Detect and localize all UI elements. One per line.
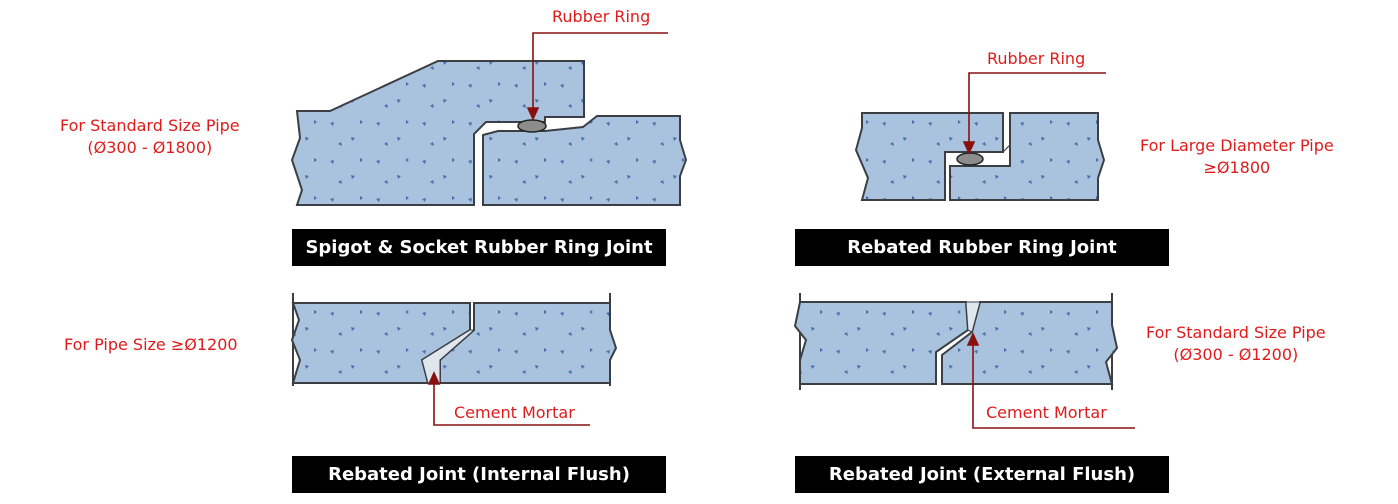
spigot-pipe-section [482, 115, 688, 206]
cement-mortar-fill [421, 329, 476, 384]
note-line-1: For Standard Size Pipe [60, 116, 240, 135]
note-line-1: For Pipe Size ≥Ø1200 [64, 335, 238, 354]
cement-mortar-leader-2 [966, 332, 1135, 429]
rubber-ring-leader-1 [526, 32, 668, 121]
rebate-gap [1002, 144, 1011, 153]
internal-flush-joint-drawing [290, 293, 618, 386]
note-line-2: (Ø300 - Ø1800) [87, 138, 213, 157]
caption-internal-flush: Rebated Joint (Internal Flush) [292, 456, 666, 493]
left-rebated-pipe-section [854, 112, 1004, 201]
rubber-ring-label-2: Rubber Ring [987, 49, 1085, 68]
external-flush-joint-drawing [793, 293, 1119, 390]
rubber-ring-label-1: Rubber Ring [552, 7, 650, 26]
note-standard-size-1800: For Standard Size Pipe (Ø300 - Ø1800) [60, 115, 240, 159]
right-pipe-section [941, 301, 1119, 385]
cement-mortar-leader-1 [427, 371, 590, 426]
note-line-1: For Standard Size Pipe [1146, 323, 1326, 342]
note-standard-size-1200: For Standard Size Pipe (Ø300 - Ø1200) [1146, 322, 1326, 366]
rubber-ring [956, 152, 984, 166]
note-large-diameter: For Large Diameter Pipe ≥Ø1800 [1140, 135, 1334, 179]
note-pipe-size-1200: For Pipe Size ≥Ø1200 [64, 334, 238, 356]
rebated-rubber-ring-joint-drawing [854, 112, 1106, 201]
rubber-ring [517, 119, 547, 133]
note-line-1: For Large Diameter Pipe [1140, 136, 1334, 155]
note-line-2: ≥Ø1800 [1203, 158, 1271, 177]
right-rebated-pipe-section [949, 112, 1106, 201]
caption-spigot-socket: Spigot & Socket Rubber Ring Joint [292, 229, 666, 266]
caption-external-flush: Rebated Joint (External Flush) [795, 456, 1169, 493]
note-line-2: (Ø300 - Ø1200) [1173, 345, 1299, 364]
left-pipe-section [290, 302, 471, 384]
rubber-ring-leader-2 [962, 72, 1106, 155]
caption-rebated-rubber-ring: Rebated Rubber Ring Joint [795, 229, 1169, 266]
cement-mortar-fill [965, 301, 981, 333]
spigot-socket-joint-drawing [290, 60, 688, 206]
socket-pipe-section [290, 60, 585, 206]
cement-mortar-label-1: Cement Mortar [454, 403, 575, 422]
cement-mortar-label-2: Cement Mortar [986, 403, 1107, 422]
